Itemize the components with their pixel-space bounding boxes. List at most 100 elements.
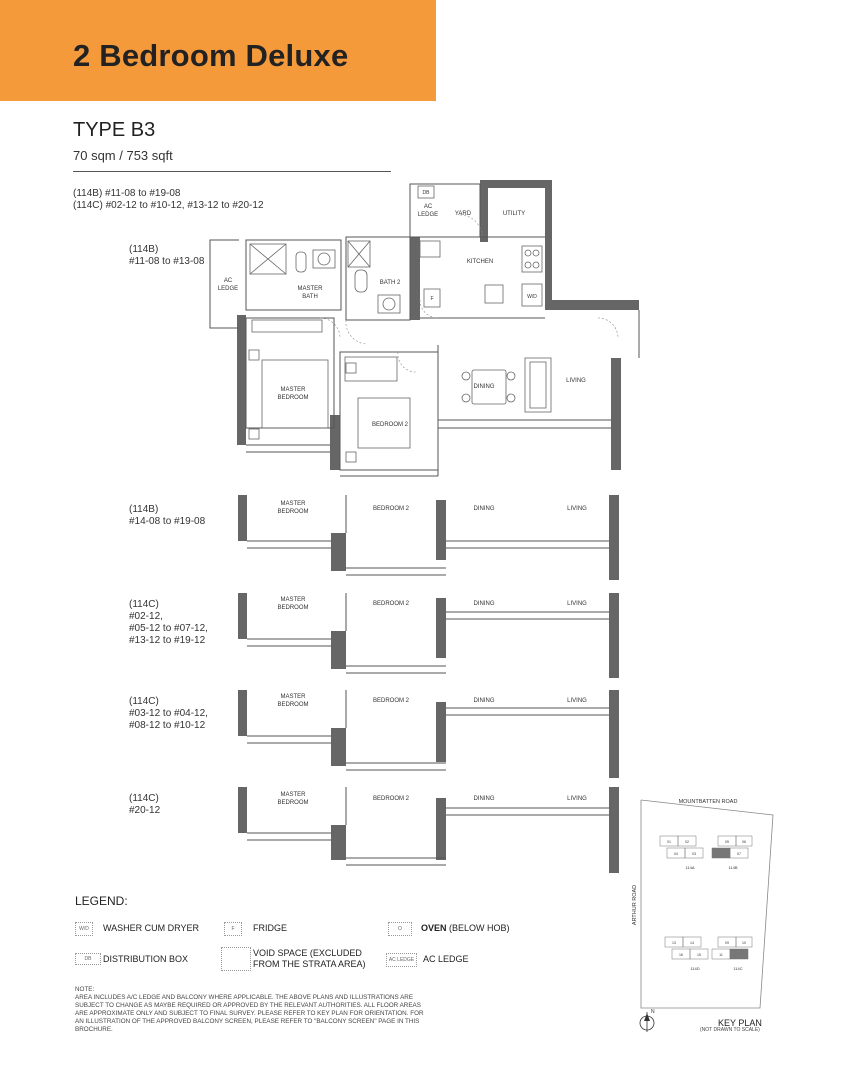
variant-line: #20-12 <box>129 805 161 816</box>
unit-type: TYPE B3 <box>73 119 156 141</box>
room-label: AC <box>224 278 233 284</box>
key-plan-title: KEY PLAN <box>718 1018 762 1028</box>
legend-title: LEGEND: <box>75 894 128 908</box>
room-label: MASTER <box>280 694 306 700</box>
legend-label: FRIDGE <box>253 923 288 933</box>
variant-line: #13-12 to #19-12 <box>129 635 206 646</box>
unit-number: 06 <box>742 840 746 844</box>
unit-list: (114B) #11-08 to #19-08 (114C) #02-12 to… <box>73 188 264 212</box>
master-bedroom-wall <box>237 315 246 445</box>
ac-ledge-symbol: AC LEDGE <box>386 953 417 967</box>
variant-line: (114C) <box>129 696 159 707</box>
room-label: MASTER <box>280 597 306 603</box>
variant-label-1: (114B) #14-08 to #19-08 <box>129 504 205 528</box>
unit-number: 15 <box>697 953 701 957</box>
variant-plan-2: MASTER BEDROOM BEDROOM 2 DINING LIVING <box>238 593 619 678</box>
unit-list-line: (114C) #02-12 to #10-12, #13-12 to #20-1… <box>73 200 264 211</box>
distribution-box-symbol: DB <box>75 953 101 965</box>
page-title: 2 Bedroom Deluxe <box>73 38 349 73</box>
legend-label-multiline: VOID SPACE (EXCLUDED FROM THE STRATA ARE… <box>253 948 366 970</box>
kitchen-wall <box>410 237 420 320</box>
unit-number: 14 <box>690 941 694 945</box>
variant-plan-4: MASTER BEDROOM BEDROOM 2 DINING LIVING <box>238 787 619 873</box>
variant-line: (114B) <box>129 504 159 515</box>
variant-label-2: (114C) #02-12, #05-12 to #07-12, #13-12 … <box>129 599 208 647</box>
utility-wall <box>480 180 639 310</box>
unit-number: 01 <box>667 840 671 844</box>
room-label: LIVING <box>567 796 587 802</box>
room-label: LIVING <box>567 601 587 607</box>
variant-plan-1: MASTER BEDROOM BEDROOM 2 DINING LIVING <box>238 495 619 580</box>
key-plan-subtitle: (NOT DRAWN TO SCALE) <box>700 1027 760 1033</box>
room-label: LIVING <box>566 378 586 384</box>
variant-label-4: (114C) #20-12 <box>129 793 160 817</box>
note-line: AN ILLUSTRATION OF THE APPROVED BALCONY … <box>75 1018 420 1025</box>
room-label: MASTER <box>297 286 323 292</box>
legend-label-rest: (BELOW HOB) <box>446 923 510 933</box>
unit-list-line: (114B) #11-08 to #19-08 <box>73 188 181 199</box>
room-label: DB <box>423 190 431 196</box>
legend-label-bold: OVEN <box>421 923 447 933</box>
washer-dryer-symbol: W/D <box>75 922 93 936</box>
key-plan: MOUNTBATTEN ROAD ARTHUR ROAD 01 02 04 03… <box>632 799 774 1032</box>
variant-line: #03-12 to #04-12, <box>129 708 208 719</box>
unit-number: 16 <box>679 953 683 957</box>
room-label: MASTER <box>280 792 306 798</box>
room-label: F <box>430 296 433 302</box>
main-floor-plan: AC LEDGE MASTER BATH BATH 2 AC LEDGE DB … <box>209 180 640 477</box>
unit-number: 04 <box>674 852 678 856</box>
unit-number: 03 <box>692 852 696 856</box>
void-space-symbol <box>221 947 251 971</box>
room-label: DINING <box>474 796 495 802</box>
unit-number: 05 <box>725 840 729 844</box>
unit-number: 10 <box>742 941 746 945</box>
variant-line: #02-12, <box>129 611 163 622</box>
variant-line: (114C) <box>129 599 159 610</box>
block-label: 114B <box>728 865 737 870</box>
room-label: KITCHEN <box>467 259 493 265</box>
note-line: ARE APPROXIMATE ONLY AND SUBJECT TO FINA… <box>75 1010 424 1017</box>
oven-symbol: O <box>388 922 412 936</box>
room-label: UTILITY <box>503 211 525 217</box>
bedroom2-wall <box>330 415 340 470</box>
road-label: MOUNTBATTEN ROAD <box>679 799 738 805</box>
room-label: AC <box>424 204 433 210</box>
unit-number: 11 <box>719 953 723 957</box>
variant-line: (114C) <box>129 793 159 804</box>
variant-line: #08-12 to #10-12 <box>129 720 206 731</box>
variant-label-3: (114C) #03-12 to #04-12, #08-12 to #10-1… <box>129 696 208 732</box>
unit-block-label: (114B) <box>129 244 159 255</box>
title-banner: 2 Bedroom Deluxe <box>0 0 436 101</box>
room-label: MASTER <box>280 387 306 393</box>
legend-label: DISTRIBUTION BOX <box>103 954 189 964</box>
room-label: BATH <box>302 294 318 300</box>
room-label: BEDROOM 2 <box>373 506 410 512</box>
road-label: ARTHUR ROAD <box>632 885 638 925</box>
room-label: LIVING <box>567 506 587 512</box>
room-label: BATH 2 <box>380 280 401 286</box>
unit-number: 13 <box>672 941 676 945</box>
room-label: MASTER <box>280 501 306 507</box>
room-label: BEDROOM <box>277 509 308 515</box>
room-label: DINING <box>474 601 495 607</box>
room-label: BEDROOM <box>277 702 308 708</box>
note-line: SUBJECT TO CHANGE AS MAYBE REQUIRED OR A… <box>75 1002 421 1009</box>
main-plan-units: (114B) #11-08 to #13-08 <box>129 244 204 268</box>
block-label: 114D <box>690 966 699 971</box>
divider <box>73 171 391 172</box>
room-label: BEDROOM 2 <box>372 422 409 428</box>
room-label: LEDGE <box>218 286 238 292</box>
unit-area: 70 sqm / 753 sqft <box>73 148 173 163</box>
variant-plan-3: MASTER BEDROOM BEDROOM 2 DINING LIVING <box>238 690 619 778</box>
note-line: BROCHURE. <box>75 1026 113 1033</box>
legend-label: AC LEDGE <box>423 954 469 964</box>
north-label: N <box>651 1009 655 1015</box>
legend-label: OVEN (BELOW HOB) <box>421 923 510 934</box>
room-label: DINING <box>474 506 495 512</box>
variant-line: #05-12 to #07-12, <box>129 623 208 634</box>
legend-label-line: FROM THE STRATA AREA) <box>253 959 366 969</box>
room-label: DINING <box>474 384 495 390</box>
disclaimer-note: NOTE: AREA INCLUDES A/C LEDGE AND BALCON… <box>75 986 480 1034</box>
room-label: BEDROOM <box>277 605 308 611</box>
